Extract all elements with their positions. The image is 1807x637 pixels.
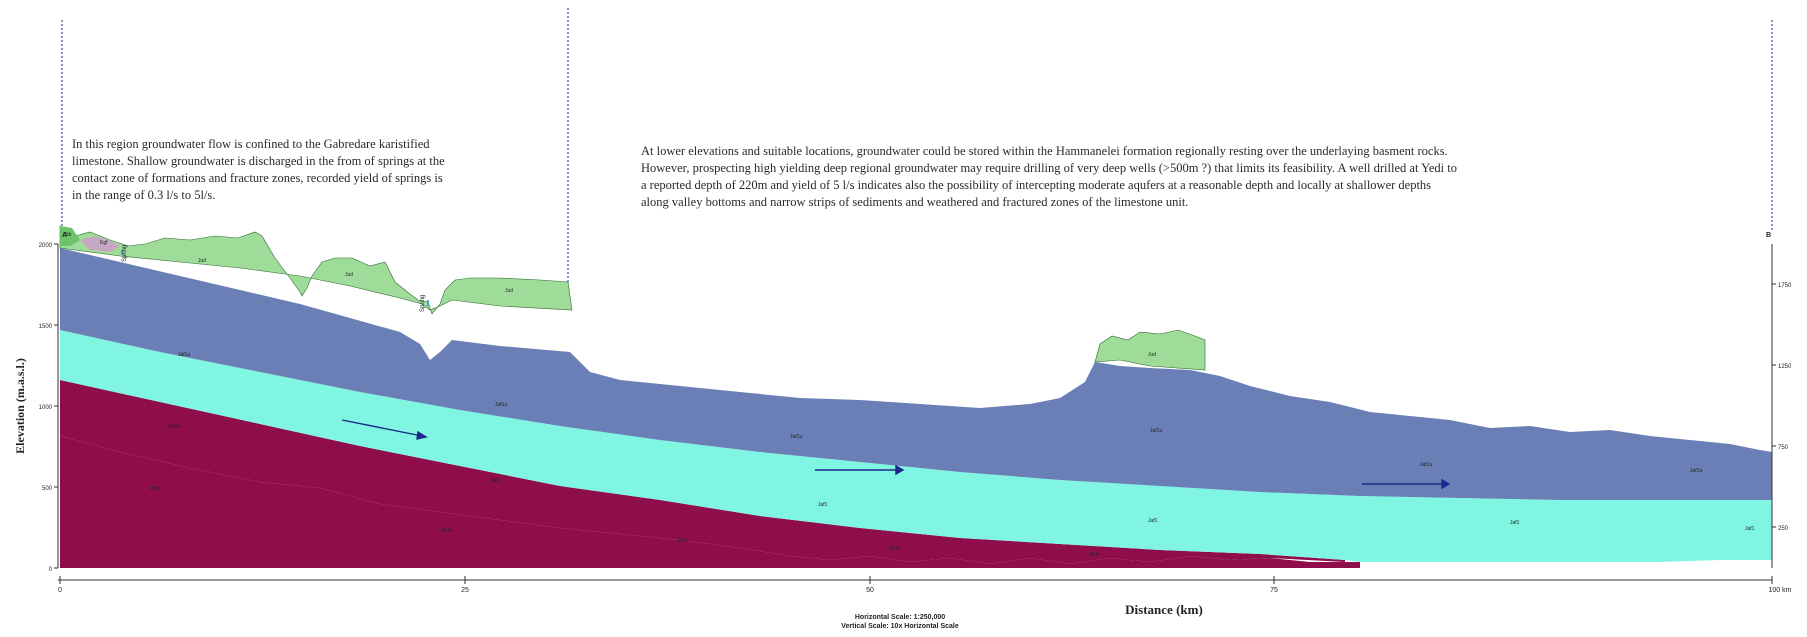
unit-label-blue-1: Jaf1u: [178, 352, 190, 358]
left-tick-500: 500: [42, 486, 53, 492]
right-tick-1750: 1750: [1778, 283, 1792, 289]
flow-arrow-3-head: [1441, 478, 1451, 490]
y-axis-title: Elevation (m.a.s.l.): [13, 358, 27, 454]
unit-label-blue-3: Jaf1u: [790, 434, 802, 440]
gabredare-east-outcrop: [1094, 329, 1206, 371]
right-tick-250: 250: [1778, 526, 1789, 532]
small-green-patch: [60, 226, 80, 246]
x-axis-title: Distance (km): [1125, 602, 1203, 617]
spring-label-1: Spring: [122, 245, 128, 262]
section-end-b-label: B: [1766, 232, 1771, 239]
vertical-scale-text: Vertical Scale: 10x Horizontal Scale: [841, 623, 959, 630]
flow-arrows: [341, 419, 1451, 490]
left-tick-2000: 2000: [39, 243, 53, 249]
unit-label-cyan-1: Jaf1u: [168, 424, 180, 430]
right-tick-1250: 1250: [1778, 364, 1792, 370]
unit-label-small-1: Nb: [65, 232, 72, 238]
right-axis-ticks: 1750 1250 750 250: [1772, 283, 1792, 532]
basement-layer: [60, 436, 1360, 568]
unit-label-basement-5: Pzlu: [1090, 552, 1100, 558]
sandstone-cyan-layer: [60, 330, 1772, 562]
unit-label-green-2: Jud: [345, 272, 353, 278]
unit-label-basement-2: Pzlu: [442, 528, 452, 534]
unit-label-basement-3: Pzlu: [678, 538, 688, 544]
limestone-blue-layer: [60, 248, 1772, 500]
basement-upper-layer: [60, 380, 1345, 564]
scale-note: Horizontal Scale: 1:250,000 Vertical Sca…: [780, 613, 1020, 631]
x-tick-50: 50: [866, 587, 874, 594]
x-tick-0: 0: [58, 587, 62, 594]
unit-label-green-3: Jud: [505, 288, 513, 294]
section-end-a-label: A: [62, 232, 67, 239]
unit-label-green-1: Jud: [198, 258, 206, 264]
unit-label-basement-4: Pzlu: [890, 546, 900, 552]
note-left-region: In this region groundwater flow is confi…: [72, 137, 445, 202]
horizontal-scale-text: Horizontal Scale: 1:250,000: [854, 614, 946, 621]
left-tick-1500: 1500: [39, 324, 53, 330]
unit-label-cyan-3: Jaf1: [818, 502, 828, 508]
x-tick-25: 25: [461, 587, 469, 594]
flow-arrow-2-head: [895, 464, 905, 476]
unit-label-blue-4: Jaf1u: [1150, 428, 1162, 434]
x-tick-75: 75: [1270, 587, 1278, 594]
flow-arrow-1-head: [416, 430, 428, 440]
unit-label-small-2: Kgf: [100, 240, 108, 246]
spring-label-2: Spring: [420, 295, 426, 312]
unit-label-blue-6: Jaf1u: [1690, 468, 1702, 474]
unit-label-blue-2: Jaf1u: [495, 402, 507, 408]
unit-label-cyan-4: Jaf1: [1148, 518, 1158, 524]
gabredare-green-layer: [59, 225, 573, 315]
left-tick-1000: 1000: [39, 405, 53, 411]
left-tick-0: 0: [49, 567, 53, 573]
bottom-axis-ticks: 0 25 50 75 100 km: [58, 576, 1792, 594]
unit-label-cyan-5: Jaf1: [1510, 520, 1520, 526]
x-tick-100: 100 km: [1769, 587, 1792, 594]
unit-label-cyan-6: Jaf1: [1745, 526, 1755, 532]
note-right-region: At lower elevations and suitable locatio…: [641, 144, 1457, 209]
unit-label-cyan-2: Jaf1: [490, 478, 500, 484]
left-axis-ticks: 2000 1500 1000 500 0: [39, 243, 58, 573]
right-tick-750: 750: [1778, 445, 1789, 451]
small-patch-unit: [80, 236, 120, 252]
unit-label-blue-5: Jaf1u: [1420, 462, 1432, 468]
unit-label-green-4: Jud: [1148, 352, 1156, 358]
flow-arrow-1: [341, 419, 423, 437]
unit-label-basement-1: Pzlu: [150, 486, 160, 492]
